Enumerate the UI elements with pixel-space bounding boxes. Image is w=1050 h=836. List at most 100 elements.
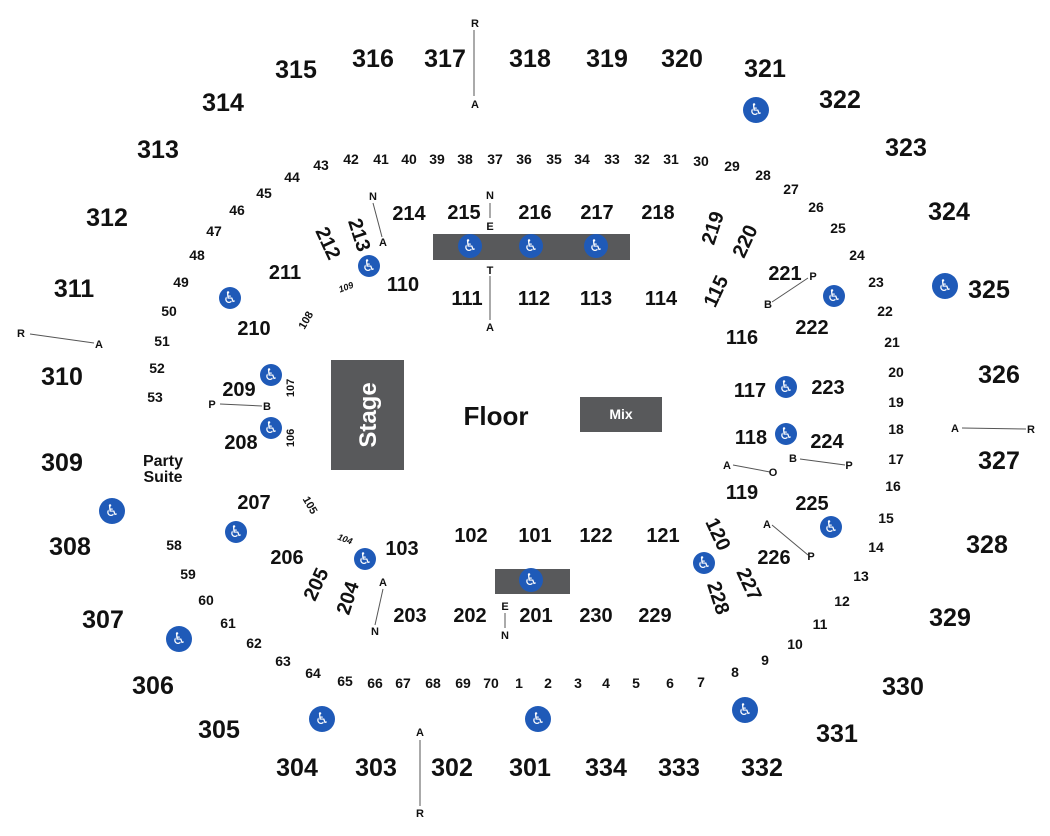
- section-314[interactable]: 314: [202, 89, 244, 117]
- section-209[interactable]: 209: [222, 379, 255, 401]
- section-334[interactable]: 334: [585, 754, 627, 782]
- section-329[interactable]: 329: [929, 604, 971, 632]
- section-330[interactable]: 330: [882, 673, 924, 701]
- ring-section-58[interactable]: 58: [166, 537, 182, 553]
- section-333[interactable]: 333: [658, 754, 700, 782]
- section-226[interactable]: 226: [757, 547, 790, 569]
- section-113[interactable]: 113: [580, 288, 612, 310]
- ring-section-20[interactable]: 20: [888, 364, 904, 380]
- ring-section-4[interactable]: 4: [602, 675, 610, 691]
- ring-section-31[interactable]: 31: [663, 151, 679, 167]
- ring-section-9[interactable]: 9: [761, 652, 769, 668]
- section-121[interactable]: 121: [646, 525, 679, 547]
- section-315[interactable]: 315: [275, 56, 317, 84]
- ring-section-10[interactable]: 10: [787, 636, 803, 652]
- section-305[interactable]: 305: [198, 716, 240, 744]
- ring-section-28[interactable]: 28: [755, 167, 771, 183]
- section-311[interactable]: 311: [54, 275, 94, 303]
- ring-section-22[interactable]: 22: [877, 303, 893, 319]
- ring-section-40[interactable]: 40: [401, 151, 417, 167]
- ring-section-11[interactable]: 11: [813, 616, 828, 632]
- section-325[interactable]: 325: [968, 276, 1010, 304]
- section-331[interactable]: 331: [816, 720, 858, 748]
- section-220[interactable]: 220: [729, 222, 763, 262]
- section-228[interactable]: 228: [702, 579, 733, 618]
- ring-section-45[interactable]: 45: [256, 185, 272, 201]
- ring-section-21[interactable]: 21: [884, 334, 900, 350]
- section-211[interactable]: 211: [269, 262, 301, 284]
- section-222[interactable]: 222: [795, 317, 828, 339]
- section-322[interactable]: 322: [819, 86, 861, 114]
- ring-section-65[interactable]: 65: [337, 673, 353, 689]
- ring-section-50[interactable]: 50: [161, 303, 177, 319]
- section-109[interactable]: 109: [337, 280, 355, 295]
- section-212[interactable]: 212: [310, 224, 344, 264]
- section-304[interactable]: 304: [276, 754, 318, 782]
- ring-section-33[interactable]: 33: [604, 151, 620, 167]
- section-106[interactable]: 106: [285, 429, 297, 447]
- section-229[interactable]: 229: [638, 605, 671, 627]
- ring-section-70[interactable]: 70: [483, 675, 499, 691]
- ring-section-8[interactable]: 8: [731, 664, 739, 680]
- ring-section-51[interactable]: 51: [154, 333, 170, 349]
- ring-section-59[interactable]: 59: [180, 566, 196, 582]
- section-323[interactable]: 323: [885, 134, 927, 162]
- section-105[interactable]: 105: [300, 495, 320, 517]
- section-221[interactable]: 221: [768, 263, 801, 285]
- ring-section-64[interactable]: 64: [305, 665, 321, 681]
- ring-section-23[interactable]: 23: [868, 274, 884, 290]
- ring-section-13[interactable]: 13: [853, 568, 869, 584]
- ring-section-61[interactable]: 61: [220, 615, 236, 631]
- ring-section-27[interactable]: 27: [783, 181, 799, 197]
- ring-section-3[interactable]: 3: [574, 675, 582, 691]
- section-116[interactable]: 116: [726, 327, 758, 349]
- section-205[interactable]: 205: [300, 565, 334, 605]
- section-317[interactable]: 317: [424, 45, 466, 73]
- section-114[interactable]: 114: [645, 288, 678, 310]
- ring-section-16[interactable]: 16: [885, 478, 901, 494]
- ring-section-49[interactable]: 49: [173, 274, 189, 290]
- section-120[interactable]: 120: [700, 515, 734, 555]
- ring-section-46[interactable]: 46: [229, 202, 245, 218]
- section-115[interactable]: 115: [700, 272, 734, 311]
- ring-section-39[interactable]: 39: [429, 151, 445, 167]
- section-307[interactable]: 307: [82, 606, 124, 634]
- section-122[interactable]: 122: [579, 525, 612, 547]
- section-103[interactable]: 103: [385, 538, 418, 560]
- ring-section-67[interactable]: 67: [395, 675, 411, 691]
- ring-section-5[interactable]: 5: [632, 675, 640, 691]
- party-suite-label-line2[interactable]: Suite: [143, 469, 182, 486]
- section-112[interactable]: 112: [518, 288, 550, 310]
- section-328[interactable]: 328: [966, 531, 1008, 559]
- ring-section-38[interactable]: 38: [457, 151, 473, 167]
- section-303[interactable]: 303: [355, 754, 397, 782]
- section-202[interactable]: 202: [453, 605, 486, 627]
- section-318[interactable]: 318: [509, 45, 551, 73]
- section-204[interactable]: 204: [333, 578, 365, 617]
- ring-section-35[interactable]: 35: [546, 151, 562, 167]
- ring-section-18[interactable]: 18: [888, 421, 904, 437]
- section-210[interactable]: 210: [237, 318, 270, 340]
- ring-section-30[interactable]: 30: [693, 153, 709, 169]
- section-208[interactable]: 208: [224, 432, 257, 454]
- section-104[interactable]: 104: [336, 532, 354, 547]
- ring-section-7[interactable]: 7: [697, 674, 705, 690]
- section-309[interactable]: 309: [41, 449, 83, 477]
- section-321[interactable]: 321: [744, 55, 786, 83]
- section-118[interactable]: 118: [735, 427, 767, 449]
- section-101[interactable]: 101: [518, 525, 551, 547]
- ring-section-15[interactable]: 15: [878, 510, 894, 526]
- section-327[interactable]: 327: [978, 447, 1020, 475]
- ring-section-1[interactable]: 1: [515, 675, 523, 691]
- ring-section-34[interactable]: 34: [574, 151, 590, 167]
- section-223[interactable]: 223: [811, 377, 844, 399]
- section-117[interactable]: 117: [734, 380, 766, 402]
- ring-section-26[interactable]: 26: [808, 199, 824, 215]
- ring-section-52[interactable]: 52: [149, 360, 165, 376]
- section-216[interactable]: 216: [518, 202, 551, 224]
- section-119[interactable]: 119: [726, 482, 758, 504]
- section-111[interactable]: 111: [451, 288, 482, 310]
- ring-section-12[interactable]: 12: [834, 593, 850, 609]
- ring-section-44[interactable]: 44: [284, 169, 300, 185]
- ring-section-47[interactable]: 47: [206, 223, 222, 239]
